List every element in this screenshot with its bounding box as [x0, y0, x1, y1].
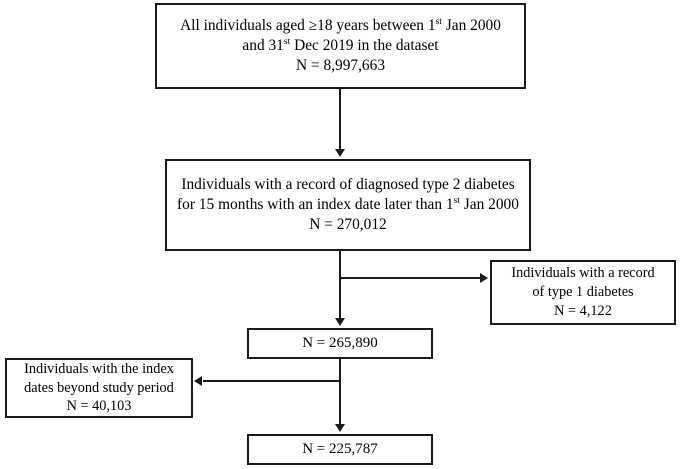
- node-t2d-cohort-count: N = 270,012: [309, 216, 387, 234]
- node-final-cohort-count: N = 225,787: [302, 440, 378, 457]
- node-t2d-cohort: Individuals with a record of diagnosed t…: [165, 159, 531, 251]
- connector-branch-to-excluded-t1d: [339, 277, 481, 279]
- node-after-type1-exclusion: N = 265,890: [247, 328, 433, 359]
- node-excluded-index-date-text: Individuals with the index dates beyond …: [7, 360, 191, 417]
- node-after-type1-exclusion-count: N = 265,890: [302, 334, 378, 351]
- node-excluded-index-date: Individuals with the index dates beyond …: [5, 358, 193, 418]
- ordinal-suffix-st: st: [453, 194, 460, 206]
- connector-t2d-to-after-t1d: [339, 251, 341, 320]
- node-excluded-type1-count: N = 4,122: [554, 302, 612, 319]
- arrowhead-down-icon: [335, 318, 345, 326]
- node-cohort-total: All individuals aged ≥18 years between 1…: [155, 3, 526, 89]
- node-excluded-type1-line1: Individuals with a record: [511, 265, 655, 282]
- node-excluded-type1-diabetes: Individuals with a record of type 1 diab…: [490, 260, 676, 325]
- node-excluded-index-line1: Individuals with the index: [24, 360, 174, 377]
- node-cohort-total-count: N = 8,997,663: [295, 57, 386, 75]
- node-t2d-cohort-text: Individuals with a record of diagnosed t…: [167, 175, 529, 236]
- connector-after-t1d-to-final: [339, 359, 341, 426]
- connector-cohort-to-t2d: [339, 89, 341, 151]
- node-excluded-index-line2: dates beyond study period: [24, 379, 174, 396]
- node-final-cohort-text: N = 225,787: [249, 440, 431, 460]
- node-t2d-cohort-line1: Individuals with a record of diagnosed t…: [181, 175, 515, 193]
- node-cohort-total-line2: and 31st Dec 2019 in the dataset: [242, 35, 439, 54]
- connector-branch-to-excluded-index-date: [203, 380, 340, 382]
- node-final-cohort: N = 225,787: [247, 434, 433, 465]
- arrowhead-left-icon: [194, 376, 202, 386]
- node-excluded-type1-diabetes-text: Individuals with a record of type 1 diab…: [492, 264, 674, 321]
- node-after-type1-exclusion-text: N = 265,890: [249, 334, 431, 354]
- node-excluded-type1-line2: of type 1 diabetes: [532, 284, 634, 301]
- arrowhead-right-icon: [480, 273, 488, 283]
- arrowhead-down-icon: [335, 424, 345, 432]
- node-excluded-index-count: N = 40,103: [66, 398, 132, 415]
- arrowhead-down-icon: [335, 149, 345, 157]
- node-t2d-cohort-line2: for 15 months with an index date later t…: [177, 194, 519, 213]
- ordinal-suffix-st: st: [435, 15, 442, 27]
- node-cohort-total-text: All individuals aged ≥18 years between 1…: [157, 16, 524, 77]
- node-cohort-total-line1: All individuals aged ≥18 years between 1…: [180, 15, 501, 34]
- ordinal-suffix-st: st: [283, 35, 291, 47]
